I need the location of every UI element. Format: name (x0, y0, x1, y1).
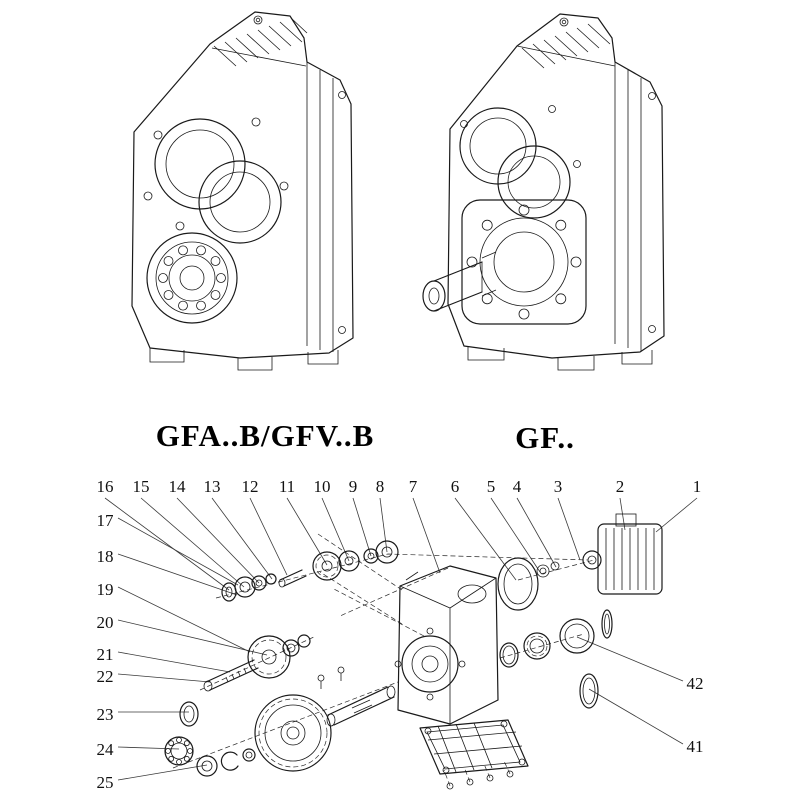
input-bores (143, 117, 289, 244)
callout-14: 14 (169, 477, 187, 496)
input-shaft-parts (221, 540, 399, 602)
callout-17: 17 (97, 511, 115, 530)
output-flange (461, 199, 587, 325)
callouts-right-column: 42 41 (687, 674, 704, 756)
callout-22: 22 (97, 667, 114, 686)
callout-11: 11 (279, 477, 295, 496)
gearbox-housing-outline (447, 13, 665, 359)
callout-16: 16 (97, 477, 114, 496)
gearbox-housing-outline (131, 11, 354, 359)
callout-20: 20 (97, 613, 114, 632)
callouts-left-column: 17 18 19 20 21 22 23 24 25 (97, 511, 115, 792)
leader-lines (104, 497, 698, 781)
callout-3: 3 (554, 477, 563, 496)
cover-plate (419, 719, 529, 790)
callout-5: 5 (487, 477, 496, 496)
callout-25: 25 (97, 773, 114, 792)
callout-7: 7 (409, 477, 418, 496)
gearbox-feet (467, 346, 653, 371)
callout-12: 12 (242, 477, 259, 496)
callout-1: 1 (693, 477, 702, 496)
gearbox-feet (149, 348, 339, 371)
gearbox-drawing-gf (422, 13, 665, 371)
output-bearing (146, 232, 238, 324)
construction-lines (172, 533, 595, 787)
callout-42: 42 (687, 674, 704, 693)
exploded-parts-diagram: 16 15 14 13 12 11 10 9 8 7 6 5 4 3 2 1 1… (97, 477, 704, 792)
model-label-gf: GF.. (515, 420, 575, 455)
callout-15: 15 (133, 477, 150, 496)
callout-2: 2 (616, 477, 625, 496)
callout-18: 18 (97, 547, 114, 566)
callout-13: 13 (204, 477, 221, 496)
motor (582, 513, 663, 595)
gasket-and-bolts (497, 557, 560, 611)
output-shaft (422, 251, 497, 312)
callout-23: 23 (97, 705, 114, 724)
output-side-rings (499, 609, 613, 709)
input-bores (459, 105, 581, 219)
callout-6: 6 (451, 477, 460, 496)
gearbox-top-ribs (213, 17, 308, 67)
callout-8: 8 (376, 477, 385, 496)
callout-21: 21 (97, 645, 114, 664)
callout-4: 4 (513, 477, 522, 496)
callout-19: 19 (97, 580, 114, 599)
gearbox-top-ribs (521, 23, 611, 69)
model-label-gfab: GFA..B/GFV..B (155, 418, 375, 453)
callout-24: 24 (97, 740, 115, 759)
callout-41: 41 (687, 737, 704, 756)
gearbox-drawing-gfab (131, 11, 354, 371)
intermediate-gear-parts (203, 634, 311, 692)
callout-9: 9 (349, 477, 358, 496)
output-gear-parts (164, 666, 396, 777)
callout-10: 10 (314, 477, 331, 496)
housing (394, 565, 499, 725)
callouts-top-row: 16 15 14 13 12 11 10 9 8 7 6 5 4 3 2 1 (97, 477, 702, 496)
